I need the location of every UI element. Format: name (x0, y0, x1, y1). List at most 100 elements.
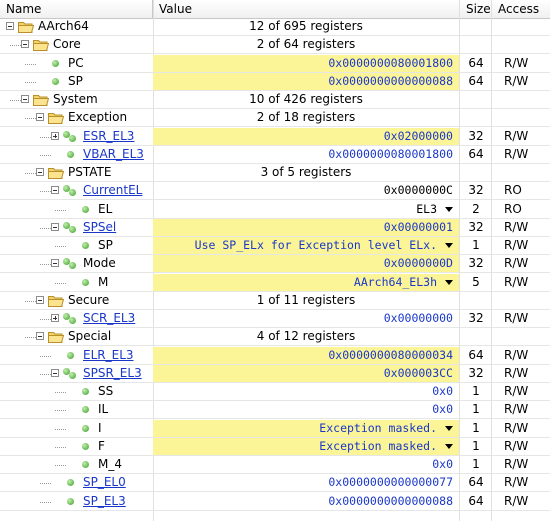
value-cell[interactable]: 0x0000000080000034 (153, 346, 459, 364)
dropdown-arrow-icon[interactable] (445, 279, 453, 285)
dropdown-arrow-icon[interactable] (445, 206, 453, 212)
collapse-minus-icon[interactable] (51, 368, 59, 377)
value-cell[interactable]: Use SP_ELx for Exception level ELx. (153, 237, 459, 254)
register-value[interactable]: 0x02000000 (383, 128, 453, 143)
register-value[interactable]: 0x0000000C (383, 183, 453, 198)
collapse-minus-icon[interactable] (21, 95, 29, 103)
register-value[interactable]: 0x00000000 (383, 311, 453, 325)
register-value[interactable]: Use SP_ELx for Exception level ELx. (194, 238, 437, 252)
value-cell[interactable]: AArch64_EL3h (153, 273, 459, 291)
value-cell[interactable]: 0x0 (153, 383, 459, 400)
register-link[interactable]: CurrentEL (83, 183, 143, 198)
value-cell[interactable]: 0x000003CC (153, 364, 459, 382)
dropdown-arrow-icon[interactable] (445, 425, 453, 431)
value-cell[interactable]: 0x0000000000000077 (153, 474, 459, 491)
register-value[interactable]: Exception masked. (319, 420, 437, 435)
value-cell[interactable]: 0x00000001 (153, 218, 459, 236)
name-cell: M (0, 274, 153, 291)
register-value[interactable]: 0x0 (432, 384, 453, 398)
register-link[interactable]: ESR_EL3 (83, 128, 135, 143)
column-header-name[interactable]: Name (0, 0, 153, 18)
dropdown-arrow-icon[interactable] (445, 243, 453, 248)
value-cell[interactable]: Exception masked. (153, 419, 459, 437)
value-cell[interactable]: 0x0000000C (153, 182, 459, 199)
value-cell[interactable]: EL3 (153, 201, 459, 218)
value-cell[interactable]: 0x0000000000000088 (153, 72, 459, 90)
folder-icon (18, 20, 35, 33)
collapse-minus-icon[interactable] (36, 332, 44, 341)
register-value[interactable]: 0x0000000D (383, 256, 453, 271)
register-link[interactable]: SPSel (83, 219, 117, 234)
value-cell[interactable]: Exception masked. (153, 437, 459, 455)
collapse-minus-icon[interactable] (36, 168, 44, 176)
register-link[interactable]: SCR_EL3 (83, 311, 136, 325)
register-value[interactable]: 0x0 (432, 402, 453, 417)
value-cell[interactable]: 0x0000000D (153, 255, 459, 273)
value-cell[interactable]: 0x0000000000000088 (153, 493, 459, 510)
value-cell[interactable]: 0x00000000 (153, 310, 459, 327)
register-value[interactable]: 0x0000000080000034 (328, 347, 453, 362)
register-value[interactable]: 0x0000000080001800 (328, 55, 453, 70)
dropdown-arrow-icon[interactable] (445, 443, 453, 449)
value-cell[interactable]: 0x0000000080001800 (153, 146, 459, 163)
expand-plus-icon[interactable] (51, 131, 59, 140)
register-link[interactable]: SP_EL3 (83, 493, 126, 508)
register-value[interactable]: 0x000003CC (383, 365, 453, 380)
register-value[interactable]: 0x0000000000000077 (328, 475, 453, 490)
register-value[interactable]: Exception masked. (319, 438, 437, 453)
column-header-value[interactable]: Value (153, 0, 460, 18)
collapse-minus-icon[interactable] (51, 186, 59, 195)
register-value[interactable]: 0x0000000080001800 (328, 146, 453, 161)
column-header-access[interactable]: Access (498, 2, 540, 16)
collapse-minus-icon[interactable] (51, 222, 59, 231)
collapse-minus-icon[interactable] (6, 22, 14, 30)
collapse-minus-icon[interactable] (21, 40, 29, 49)
register-link[interactable]: ELR_EL3 (83, 347, 134, 362)
register-link[interactable]: VBAR_EL3 (83, 146, 144, 161)
collapse-minus-icon[interactable] (51, 259, 59, 268)
register-value[interactable]: AArch64_EL3h (353, 274, 437, 289)
value-cell[interactable]: 0x0000000080001800 (153, 54, 459, 72)
value-cell[interactable]: 0x0 (153, 401, 459, 418)
register-value[interactable]: 0x00000001 (383, 219, 453, 234)
register-value[interactable]: 0x0000000000000088 (328, 73, 453, 88)
register-link[interactable]: SP_EL0 (83, 475, 126, 490)
register-value[interactable]: EL3 (416, 201, 437, 216)
register-value[interactable]: 0x0000000000000088 (328, 493, 453, 508)
expand-plus-icon[interactable] (51, 314, 59, 322)
register-value[interactable]: 0x0 (432, 457, 453, 471)
register-link[interactable]: SPSR_EL3 (83, 365, 142, 380)
collapse-minus-icon[interactable] (36, 113, 44, 122)
value-cell[interactable]: 0x02000000 (153, 127, 459, 145)
column-header-size[interactable]: Size (460, 0, 492, 18)
collapse-minus-icon[interactable] (36, 295, 44, 304)
value-cell[interactable]: 0x0 (153, 456, 459, 473)
